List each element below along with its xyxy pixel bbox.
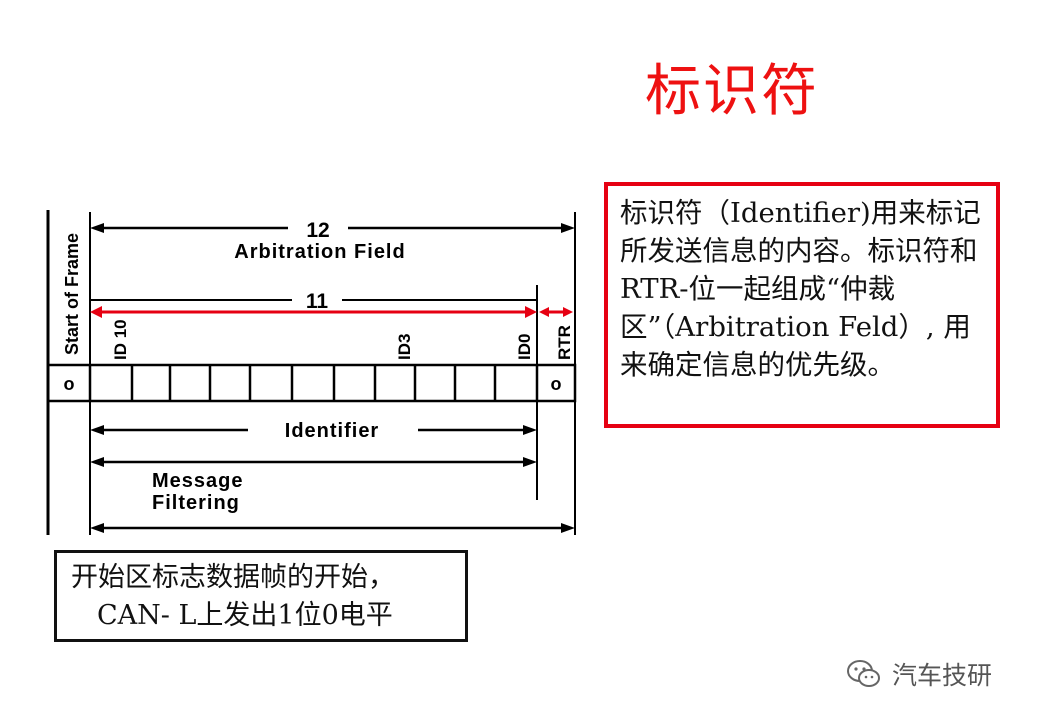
wechat-icon xyxy=(847,660,880,687)
arbitration-field-label: Arbitration Field xyxy=(234,241,405,263)
can-arbitration-field-diagram: 12 Arbitration Field 11 Start of Frame I… xyxy=(40,200,585,540)
identifier-length: 11 xyxy=(306,290,329,313)
rtr-label: RTR xyxy=(555,325,574,360)
id0-label: ID0 xyxy=(515,334,534,360)
identifier-label: Identifier xyxy=(285,420,379,442)
page-title: 标识符 xyxy=(645,59,819,124)
arrow-message-filtering xyxy=(90,457,537,467)
identifier-note-text: 标识符（Identifier)用来标记所发送信息的内容。标识符和 RTR-位一起… xyxy=(620,197,981,381)
id10-label: ID 10 xyxy=(111,319,130,360)
red-rtr-arrow xyxy=(539,307,573,317)
sof-note-line1: 开始区标志数据帧的开始， xyxy=(71,562,395,593)
start-of-frame-label: Start of Frame xyxy=(62,233,82,355)
label-bg-identifier xyxy=(248,420,418,440)
watermark-text: 汽车技研 xyxy=(892,661,993,690)
red-identifier-arrow xyxy=(90,306,537,318)
bit-dividers xyxy=(88,365,539,401)
message-filtering-line1: Message xyxy=(152,470,244,492)
identifier-note-box: 标识符（Identifier)用来标记所发送信息的内容。标识符和 RTR-位一起… xyxy=(604,182,1000,428)
bit-row xyxy=(46,363,577,403)
message-filtering-line2: Filtering xyxy=(152,492,240,514)
rtr-bit-value: o xyxy=(551,374,562,394)
label-bg-12 xyxy=(288,218,348,238)
diagram-svg: 12 Arbitration Field 11 Start of Frame I… xyxy=(46,210,577,535)
label-bg-11 xyxy=(292,288,342,304)
watermark: 汽车技研 xyxy=(844,654,992,694)
field-length-total: 12 xyxy=(306,219,329,242)
id3-label: ID3 xyxy=(395,334,414,360)
arrow-bottom xyxy=(90,523,575,533)
sof-bit-value: o xyxy=(64,374,75,394)
start-of-frame-note-box: 开始区标志数据帧的开始， CAN- L上发出1位0电平 xyxy=(54,550,468,642)
sof-note-line2: CAN- L上发出1位0电平 xyxy=(97,600,393,631)
extension-lines xyxy=(89,212,576,535)
